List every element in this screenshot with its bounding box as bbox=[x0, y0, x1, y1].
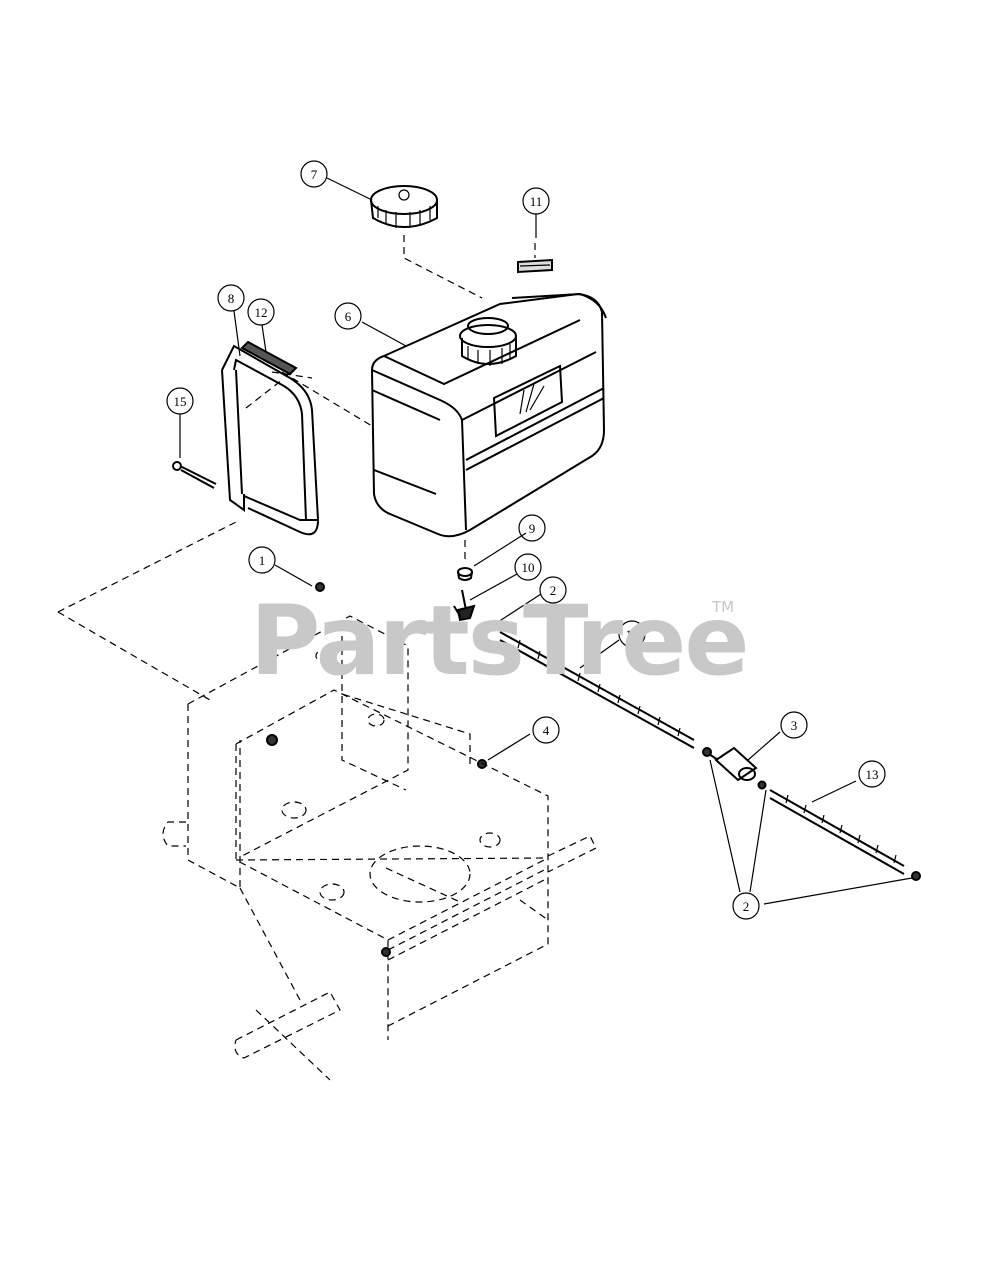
shutoff-valve[interactable] bbox=[453, 589, 476, 622]
decal[interactable] bbox=[517, 258, 553, 274]
callout-12[interactable]: 12 bbox=[247, 298, 275, 326]
callout-7[interactable]: 7 bbox=[300, 160, 328, 188]
callout-3[interactable]: 3 bbox=[780, 711, 808, 739]
carriage-bolt[interactable] bbox=[172, 461, 217, 489]
callout-3-label: 3 bbox=[791, 718, 798, 733]
fuel-tank[interactable] bbox=[370, 292, 607, 538]
callout-2-filter-label: 2 bbox=[743, 899, 750, 914]
callout-9[interactable]: 9 bbox=[518, 514, 546, 542]
cap-dash-line bbox=[403, 235, 483, 299]
callout-8[interactable]: 8 bbox=[217, 284, 245, 312]
callout-10[interactable]: 10 bbox=[514, 553, 542, 581]
watermark-trademark: TM bbox=[712, 598, 735, 616]
callout-10-label: 10 bbox=[522, 560, 535, 575]
callout-11-label: 11 bbox=[530, 194, 543, 209]
callout-13[interactable]: 13 bbox=[858, 760, 886, 788]
callout-6-label: 6 bbox=[345, 309, 352, 324]
callout-14-label: 14 bbox=[626, 627, 640, 642]
hose-clamp-1[interactable] bbox=[485, 621, 495, 631]
callout-1[interactable]: 1 bbox=[248, 546, 276, 574]
callout-2-filter[interactable]: 2 bbox=[732, 892, 760, 920]
fuel-cap[interactable] bbox=[370, 185, 438, 228]
strap-pad[interactable] bbox=[240, 340, 298, 376]
tank-strap[interactable] bbox=[221, 344, 320, 536]
fuel-line-lower[interactable] bbox=[769, 789, 921, 881]
leader-lines bbox=[179, 177, 913, 905]
mower-frame bbox=[57, 519, 597, 1081]
callout-2-valve[interactable]: 2 bbox=[539, 576, 567, 604]
callout-14[interactable]: 14 bbox=[618, 620, 646, 648]
callout-4-label: 4 bbox=[543, 723, 550, 738]
callout-4[interactable]: 4 bbox=[532, 716, 560, 744]
callout-15[interactable]: 15 bbox=[166, 387, 194, 415]
callout-12-label: 12 bbox=[255, 305, 268, 320]
nut-dash-line bbox=[341, 693, 471, 764]
callout-11[interactable]: 11 bbox=[522, 187, 550, 215]
callout-7-label: 7 bbox=[311, 167, 318, 182]
frame-nut[interactable] bbox=[477, 759, 487, 769]
tank-dash-line bbox=[281, 371, 373, 427]
callout-13-label: 13 bbox=[866, 767, 879, 782]
callout-9-label: 9 bbox=[529, 521, 536, 536]
callout-8-label: 8 bbox=[228, 291, 235, 306]
tank-bushing[interactable] bbox=[457, 567, 473, 581]
fuel-line-upper[interactable] bbox=[499, 631, 695, 749]
hex-nut[interactable] bbox=[315, 582, 325, 592]
callout-1-label: 1 bbox=[259, 553, 266, 568]
callout-6[interactable]: 6 bbox=[334, 302, 362, 330]
callout-15-label: 15 bbox=[174, 394, 187, 409]
fuel-filter[interactable] bbox=[702, 746, 767, 790]
callout-2-valve-label: 2 bbox=[550, 583, 557, 598]
strap-dash-line bbox=[245, 371, 313, 409]
